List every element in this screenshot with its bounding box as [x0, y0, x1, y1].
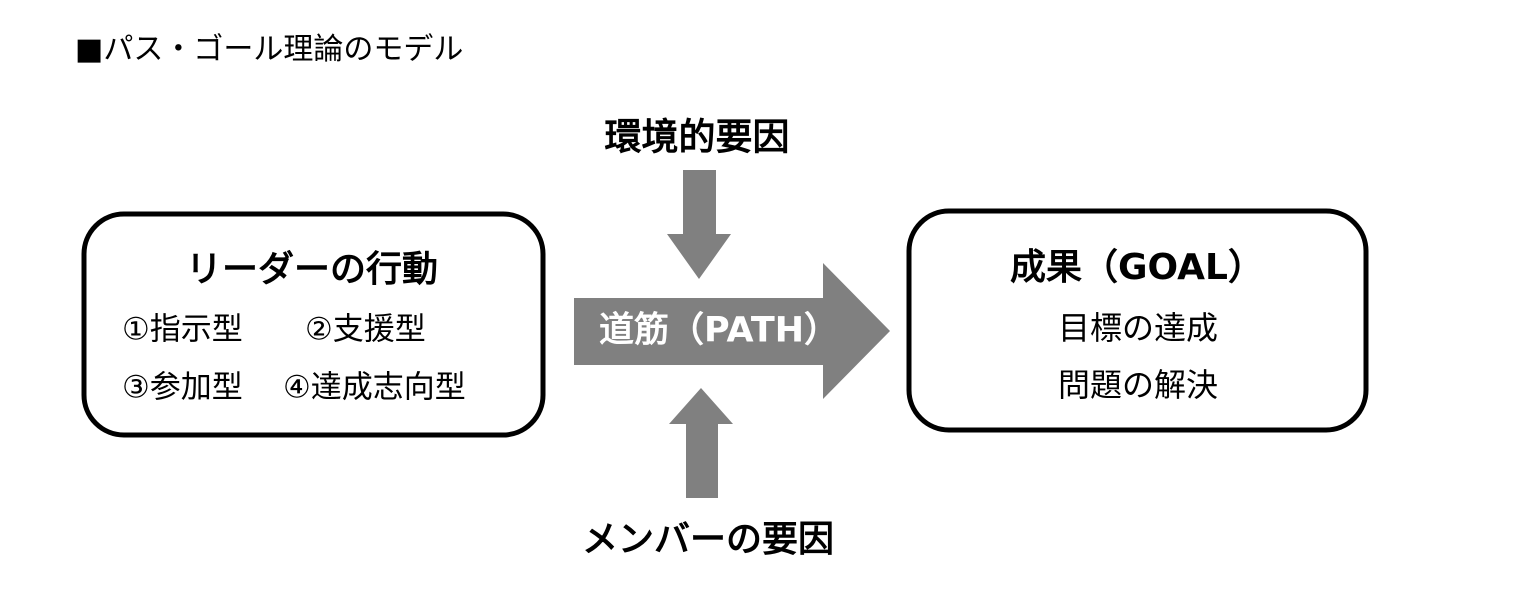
diagram-title: ■パス・ゴール理論のモデル [75, 32, 464, 67]
goal-heading: 成果（GOAL） [1010, 247, 1264, 288]
path-label: 道筋（PATH） [599, 310, 839, 351]
leader-style-item: ③参加型 [122, 369, 243, 406]
member-factor-label: メンバーの要因 [581, 519, 835, 560]
leader-box [81, 211, 546, 438]
environment-down-arrow [667, 170, 731, 279]
member-up-arrow [669, 388, 733, 498]
path-arrow [574, 263, 890, 399]
goal-item: 目標の達成 [1057, 309, 1219, 347]
leader-style-item: ①指示型 [122, 311, 243, 348]
goal-item: 問題の解決 [1057, 366, 1219, 404]
leader-style-item: ④達成志向型 [283, 369, 466, 406]
goal-box [906, 208, 1369, 433]
leader-style-item: ②支援型 [305, 311, 426, 348]
environment-factor-label: 環境的要因 [604, 115, 790, 159]
leader-behavior-heading: リーダーの行動 [185, 249, 439, 290]
